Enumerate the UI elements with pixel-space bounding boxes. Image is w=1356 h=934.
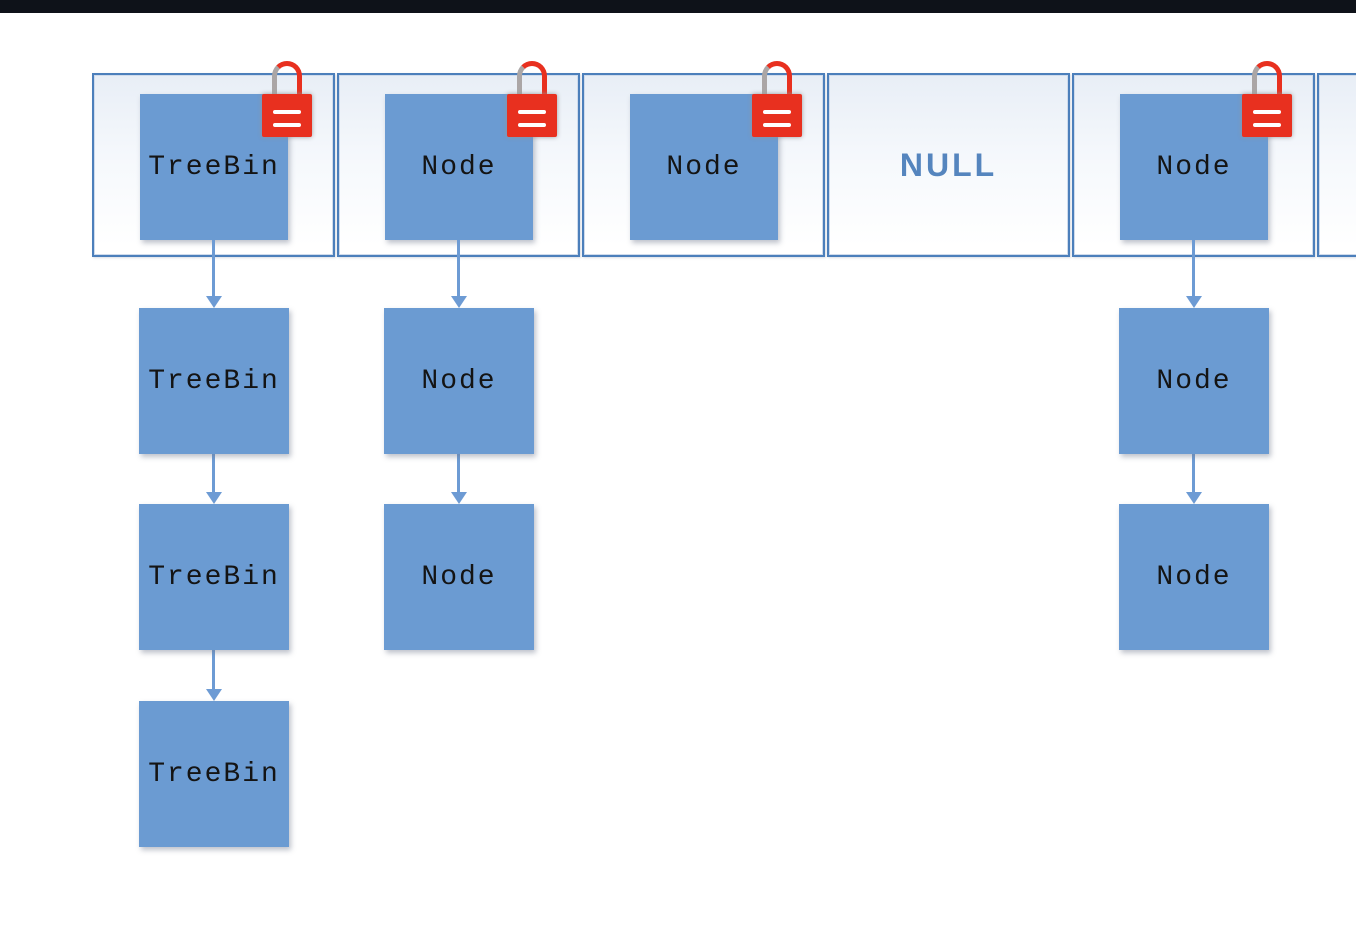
box-label: TreeBin bbox=[148, 758, 280, 790]
down-arrow-icon bbox=[451, 454, 467, 504]
arrow-stem bbox=[457, 240, 460, 296]
down-arrow-icon bbox=[206, 240, 222, 308]
chain-box-node: Node bbox=[1119, 308, 1269, 454]
lock-icon bbox=[507, 61, 557, 137]
chain-box-treebin: TreeBin bbox=[139, 701, 289, 847]
arrow-stem bbox=[212, 650, 215, 689]
lock-line bbox=[1253, 110, 1281, 114]
lock-line bbox=[518, 110, 546, 114]
bucket-cell-6 bbox=[1317, 73, 1356, 257]
lock-shackle bbox=[1252, 61, 1282, 95]
bucket-cell-1: TreeBin bbox=[92, 61, 335, 257]
lock-icon bbox=[1242, 61, 1292, 137]
chain-box-node: Node bbox=[384, 504, 534, 650]
chain-box-node: Node bbox=[1119, 504, 1269, 650]
lock-line bbox=[763, 110, 791, 114]
head-box-treebin: TreeBin bbox=[140, 61, 312, 240]
arrow-stem bbox=[1192, 454, 1195, 492]
chain-box-treebin: TreeBin bbox=[139, 504, 289, 650]
chain-box-node: Node bbox=[384, 308, 534, 454]
lock-icon bbox=[262, 61, 312, 137]
lock-body bbox=[752, 94, 802, 137]
lock-line bbox=[518, 123, 546, 127]
arrow-head bbox=[206, 689, 222, 701]
lock-icon bbox=[752, 61, 802, 137]
box-label: Node bbox=[421, 151, 497, 183]
lock-shackle bbox=[272, 61, 302, 95]
arrow-stem bbox=[212, 240, 215, 296]
arrow-stem bbox=[212, 454, 215, 492]
box-label: Node bbox=[1156, 151, 1232, 183]
arrow-head bbox=[1186, 492, 1202, 504]
box-label: Node bbox=[1156, 561, 1232, 593]
bucket-cell-3: Node bbox=[582, 61, 825, 257]
down-arrow-icon bbox=[206, 650, 222, 701]
down-arrow-icon bbox=[206, 454, 222, 504]
arrow-head bbox=[206, 296, 222, 308]
down-arrow-icon bbox=[1186, 240, 1202, 308]
box-label: TreeBin bbox=[148, 151, 280, 183]
arrow-head bbox=[206, 492, 222, 504]
lock-line bbox=[273, 123, 301, 127]
arrow-stem bbox=[1192, 240, 1195, 296]
down-arrow-icon bbox=[1186, 454, 1202, 504]
lock-shackle bbox=[517, 61, 547, 95]
down-arrow-icon bbox=[451, 240, 467, 308]
arrow-head bbox=[451, 296, 467, 308]
lock-body bbox=[262, 94, 312, 137]
box-label: TreeBin bbox=[148, 561, 280, 593]
lock-line bbox=[1253, 123, 1281, 127]
lock-line bbox=[273, 110, 301, 114]
null-label: NULL bbox=[899, 146, 998, 183]
chain-box-treebin: TreeBin bbox=[139, 308, 289, 454]
lock-body bbox=[1242, 94, 1292, 137]
arrow-head bbox=[1186, 296, 1202, 308]
box-label: TreeBin bbox=[148, 365, 280, 397]
bucket-cell-2: Node bbox=[337, 61, 580, 257]
arrow-stem bbox=[457, 454, 460, 492]
head-box-node: Node bbox=[1120, 61, 1292, 240]
lock-line bbox=[763, 123, 791, 127]
lock-body bbox=[507, 94, 557, 137]
arrow-head bbox=[451, 492, 467, 504]
box-label: Node bbox=[666, 151, 742, 183]
box-label: Node bbox=[421, 365, 497, 397]
box-label: Node bbox=[1156, 365, 1232, 397]
box-label: Node bbox=[421, 561, 497, 593]
head-box-node: Node bbox=[630, 61, 802, 240]
top-bar bbox=[0, 0, 1356, 13]
lock-shackle bbox=[762, 61, 792, 95]
head-box-node: Node bbox=[385, 61, 557, 240]
bucket-cell-5: Node bbox=[1072, 61, 1315, 257]
bucket-cell-4: NULL bbox=[827, 73, 1070, 257]
